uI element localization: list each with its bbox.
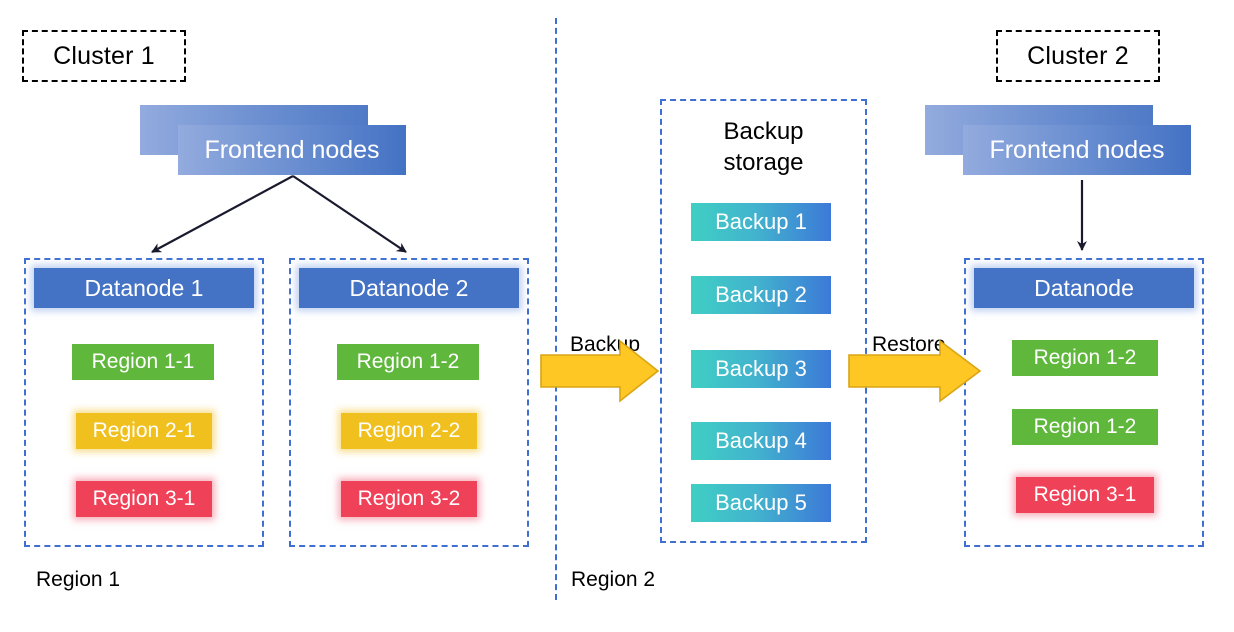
- datanode-2-header-label: Datanode 2: [349, 274, 469, 301]
- backup-item-5: Backup 5: [691, 484, 831, 522]
- backup-storage-title: Backup storage: [662, 116, 865, 178]
- frontend-nodes-label-2: Frontend nodes: [989, 135, 1165, 164]
- cluster-2-title-text: Cluster 2: [1027, 41, 1129, 70]
- frontend-nodes-label-1: Frontend nodes: [204, 135, 380, 164]
- datanode-3-header-label: Datanode: [1034, 274, 1134, 301]
- frontend-card-front-1: Frontend nodes: [178, 125, 406, 175]
- region-chip-1-2-label: Region 1-2: [356, 350, 460, 373]
- region-chip-1-1: Region 1-1: [72, 344, 214, 380]
- datanode-3-header: Datanode: [974, 268, 1194, 308]
- connector-frontend-to-datanode-1: [151, 175, 294, 253]
- region-chip-1-1-label: Region 1-1: [91, 350, 195, 373]
- datanode-1-container: Datanode 1 Region 1-1 Region 2-1 Region …: [24, 258, 264, 547]
- backup-storage-title-line1: Backup: [723, 118, 804, 145]
- region-chip-restored-1: Region 1-2: [1012, 340, 1158, 376]
- region-2-label: Region 2: [571, 568, 656, 591]
- backup-item-2-label: Backup 2: [715, 282, 807, 307]
- region-chip-restored-3-label: Region 3-1: [1033, 483, 1137, 506]
- cluster-1-title-text: Cluster 1: [53, 41, 155, 70]
- datanode-1-header-label: Datanode 1: [84, 274, 204, 301]
- frontend-nodes-cluster-1: Frontend nodes: [140, 105, 410, 180]
- region-chip-2-2: Region 2-2: [341, 413, 477, 449]
- region-chip-2-2-label: Region 2-2: [357, 419, 461, 442]
- region-chip-restored-2-label: Region 1-2: [1033, 415, 1137, 438]
- region-chip-restored-2: Region 1-2: [1012, 409, 1158, 445]
- region-chip-1-2: Region 1-2: [337, 344, 479, 380]
- backup-storage-title-line2: storage: [723, 149, 804, 176]
- backup-item-1: Backup 1: [691, 203, 831, 241]
- restore-arrow-label: Restore: [872, 333, 946, 356]
- datanode-3-container: Datanode Region 1-2 Region 1-2 Region 3-…: [964, 258, 1204, 547]
- datanode-1-header: Datanode 1: [34, 268, 254, 308]
- frontend-card-front-2: Frontend nodes: [963, 125, 1191, 175]
- datanode-2-header: Datanode 2: [299, 268, 519, 308]
- region-chip-2-1-label: Region 2-1: [92, 419, 196, 442]
- frontend-nodes-cluster-2: Frontend nodes: [925, 105, 1195, 180]
- cluster-2-title-box: Cluster 2: [996, 30, 1160, 82]
- region-chip-restored-3: Region 3-1: [1016, 477, 1154, 513]
- region-chip-3-1: Region 3-1: [76, 481, 212, 517]
- backup-item-4-label: Backup 4: [715, 428, 807, 453]
- region-divider-line: [555, 18, 557, 600]
- region-1-label: Region 1: [36, 568, 121, 591]
- backup-arrow-label: Backup: [570, 333, 641, 356]
- backup-storage-container: Backup storage Backup 1 Backup 2 Backup …: [660, 99, 867, 543]
- cluster-1-title-box: Cluster 1: [22, 30, 186, 82]
- datanode-2-container: Datanode 2 Region 1-2 Region 2-2 Region …: [289, 258, 529, 547]
- connector-frontend-to-datanode-2: [292, 175, 407, 253]
- region-chip-2-1: Region 2-1: [76, 413, 212, 449]
- backup-item-5-label: Backup 5: [715, 490, 807, 515]
- region-chip-3-1-label: Region 3-1: [92, 487, 196, 510]
- region-chip-3-2-label: Region 3-2: [357, 487, 461, 510]
- backup-item-4: Backup 4: [691, 422, 831, 460]
- backup-item-3: Backup 3: [691, 350, 831, 388]
- region-chip-restored-1-label: Region 1-2: [1033, 346, 1137, 369]
- region-chip-3-2: Region 3-2: [341, 481, 477, 517]
- backup-item-1-label: Backup 1: [715, 209, 807, 234]
- backup-item-2: Backup 2: [691, 276, 831, 314]
- backup-item-3-label: Backup 3: [715, 356, 807, 381]
